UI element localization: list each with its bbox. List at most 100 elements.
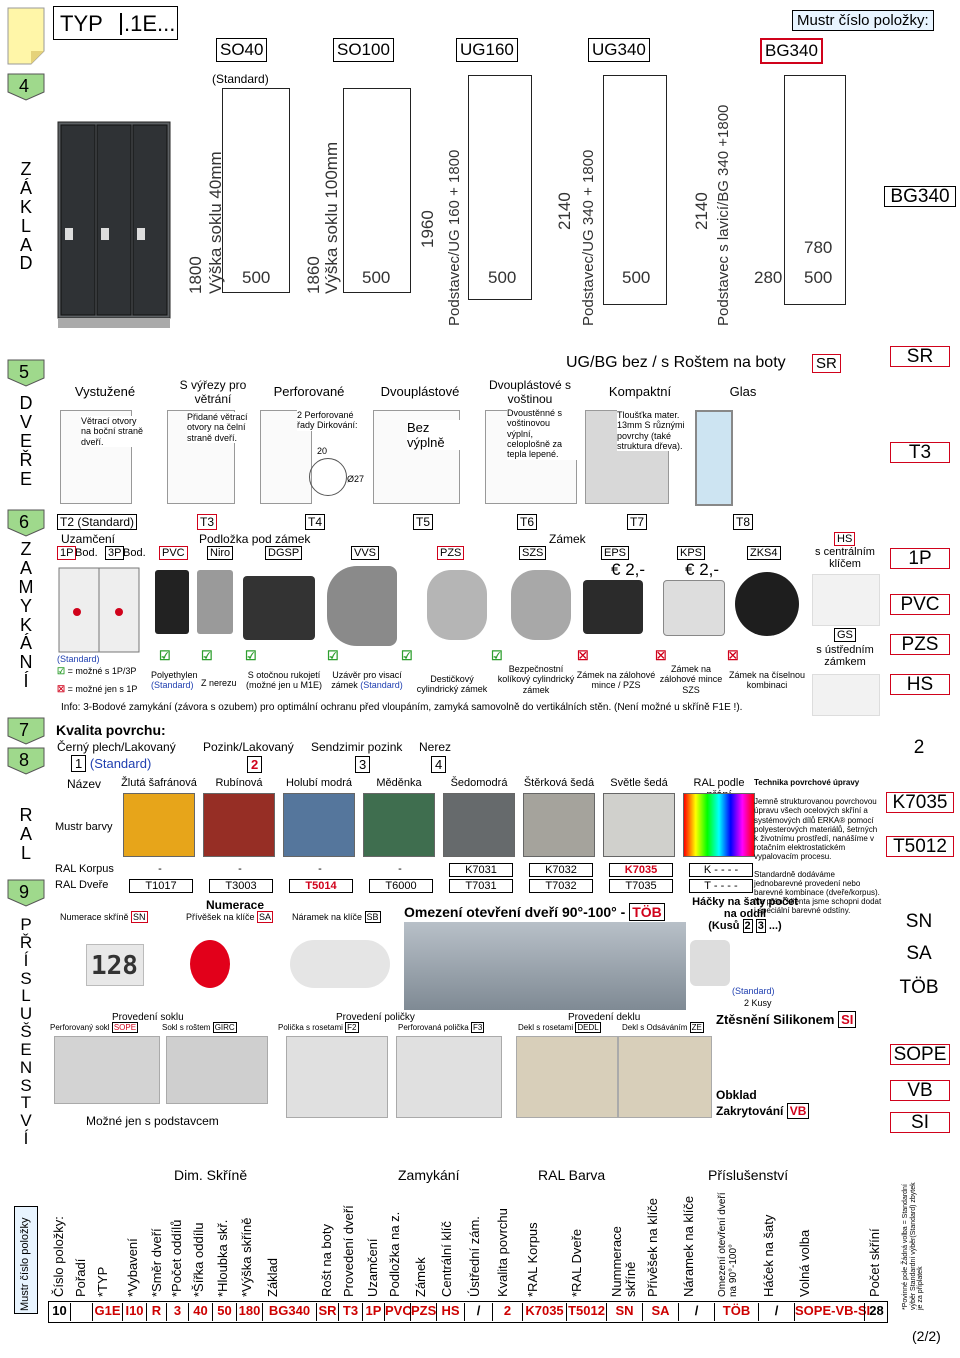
order-col-value[interactable]: 1P	[362, 1303, 384, 1321]
locks-header-uzamceni: Uzamčení	[61, 532, 116, 546]
section-letters: P Ř Í S L U Š E N S T V Í	[19, 915, 33, 1149]
order-col-value[interactable]: T3	[338, 1303, 362, 1321]
base-code-bg340: BG340	[760, 38, 823, 64]
color-swatch	[603, 793, 675, 857]
surface-code: 4	[431, 756, 447, 773]
order-col-value[interactable]: T5012	[566, 1303, 606, 1321]
lock-desc-standard: (Standard)	[151, 680, 194, 691]
sokl-rost-row: Sokl s roštem GIRC	[162, 1022, 237, 1033]
ral-dvere-value: T7031	[449, 879, 513, 893]
ral-dvere-value: T - - - -	[689, 879, 753, 893]
order-col-header: *TYP	[95, 1266, 110, 1297]
order-col-value[interactable]: /	[678, 1303, 714, 1321]
color-swatch	[523, 793, 595, 857]
order-col-value[interactable]: PVC	[384, 1303, 412, 1321]
lock-desc: Uzávěr pro visací zámek (Standard)	[327, 670, 407, 691]
order-col-value[interactable]: 40	[188, 1303, 212, 1321]
door-code: T7	[627, 514, 648, 530]
order-col-header: Základ	[265, 1257, 280, 1297]
bottom-vertical-box: Mustr číslo položky	[14, 1206, 38, 1314]
order-col-value[interactable]: PZS	[410, 1303, 436, 1321]
height-so40: 1800	[186, 256, 205, 294]
multi-point-locker-image	[57, 566, 141, 654]
tech-title: Technika povrchové úpravy	[754, 778, 860, 787]
section-letters: Z Á K L A D	[19, 159, 33, 274]
order-col-header: Kvalita povrchu	[495, 1208, 510, 1297]
vvs-lock-image	[327, 566, 397, 646]
order-col-value[interactable]: SOPE-VB-SI	[794, 1303, 870, 1321]
technique-box: Technika povrchové úpravy Jemně struktur…	[754, 778, 882, 915]
naramek-label: Náramek na klíče	[292, 912, 363, 922]
color-name: Šedomodrá	[450, 777, 508, 789]
hook-2: 2	[742, 919, 753, 933]
order-col-value[interactable]: SA	[642, 1303, 678, 1321]
vb-code: VB	[786, 1103, 810, 1119]
order-col-value[interactable]: 180	[236, 1303, 262, 1321]
f2-code: F2	[345, 1022, 359, 1033]
privesek-row: Přívěšek na klíče SA	[186, 911, 274, 923]
locker-so40	[222, 88, 290, 293]
door-desc: Dvoustěnné s voštinovou výplní, celoploš…	[507, 408, 577, 460]
order-col-value[interactable]	[70, 1303, 92, 1321]
order-col-value[interactable]: 2	[492, 1303, 522, 1321]
sb-code: SB	[364, 911, 381, 923]
order-col-value[interactable]: /	[758, 1303, 794, 1321]
numerace-label: Numerace skříně	[60, 912, 129, 922]
order-col-header: Centrální klíč	[439, 1221, 454, 1297]
order-col-value[interactable]: SR	[316, 1303, 338, 1321]
sn-code: SN	[131, 911, 148, 923]
typ-cursor-icon	[120, 13, 122, 35]
locker-so100	[343, 88, 411, 293]
order-col-header: Přívěšek na klíče	[645, 1198, 660, 1297]
width-so40: 500	[242, 268, 271, 287]
order-col-value[interactable]: /	[464, 1303, 492, 1321]
ral-dvere-value: T1017	[129, 879, 193, 893]
right-code: 1P	[890, 548, 950, 569]
kps-lock-image	[663, 580, 725, 636]
order-number-label: Mustr číslo položky:	[792, 10, 934, 31]
order-col-header: Omezení otevření dveří na 90°-100°	[717, 1192, 739, 1298]
order-col-header: *Hloubka skř.	[215, 1219, 230, 1297]
tech-p2: Standardně dodáváme jednobarevné provede…	[754, 869, 882, 916]
order-col-value[interactable]: 28	[864, 1303, 888, 1321]
order-col-value[interactable]: SN	[606, 1303, 642, 1321]
section-marker-4: 4	[6, 72, 46, 102]
order-col-value[interactable]: TÖB	[714, 1303, 758, 1321]
order-col-value[interactable]: BG340	[262, 1303, 316, 1321]
hook-label: Háčky na šaty počet na oddíl	[692, 896, 798, 920]
desc-bg340: Podstavec s lavicí/BG 340 +1800	[715, 104, 732, 326]
dekl-rost-image	[516, 1036, 618, 1118]
color-name: Holubí modrá	[285, 777, 353, 789]
order-col-value[interactable]: K7035	[522, 1303, 566, 1321]
note-icon	[6, 6, 46, 66]
surface-title: Kvalita povrchu:	[56, 722, 166, 738]
width-so100: 500	[362, 268, 391, 287]
order-col-value[interactable]: G1E	[92, 1303, 122, 1321]
check-icon: ☑	[201, 648, 213, 663]
group-dim: Dim. Skříně	[174, 1167, 248, 1183]
check-icon: ☑	[245, 648, 257, 663]
order-col-value[interactable]: I10	[122, 1303, 146, 1321]
locker-illustration	[55, 120, 173, 330]
ral-korpus-value: -	[238, 863, 242, 875]
order-col-value[interactable]: 50	[212, 1303, 236, 1321]
locker-bg340	[784, 75, 846, 305]
door-desc: 2 Perforované řady Dirkování:	[297, 410, 367, 431]
order-col-value[interactable]: HS	[436, 1303, 464, 1321]
si-code: SI	[838, 1011, 857, 1028]
surface-option-code: 1 (Standard)	[71, 755, 151, 772]
price: 2,-	[699, 560, 720, 579]
sope-code: SOPE	[111, 1022, 139, 1033]
order-col-value[interactable]: R	[146, 1303, 166, 1321]
lock-desc: Z nerezu	[201, 678, 237, 688]
door-desc: Přidané větrací otvory na čelní straně d…	[187, 412, 251, 444]
order-col-header: Rošt na boty	[319, 1224, 334, 1297]
order-col-value[interactable]: 3	[166, 1303, 188, 1321]
bench-bg340: 280	[754, 268, 783, 287]
door-desc: Bez výplně	[407, 420, 467, 450]
dekl-ods-label: Dekl s Odsáváním	[622, 1023, 688, 1032]
section-marker-8: 8	[6, 746, 46, 776]
police-f3-row: Perforovaná polička F3	[398, 1022, 485, 1033]
door-title: Kompaktní	[608, 384, 672, 399]
hook-count: (Kusů 2 3 ...)	[690, 919, 800, 933]
